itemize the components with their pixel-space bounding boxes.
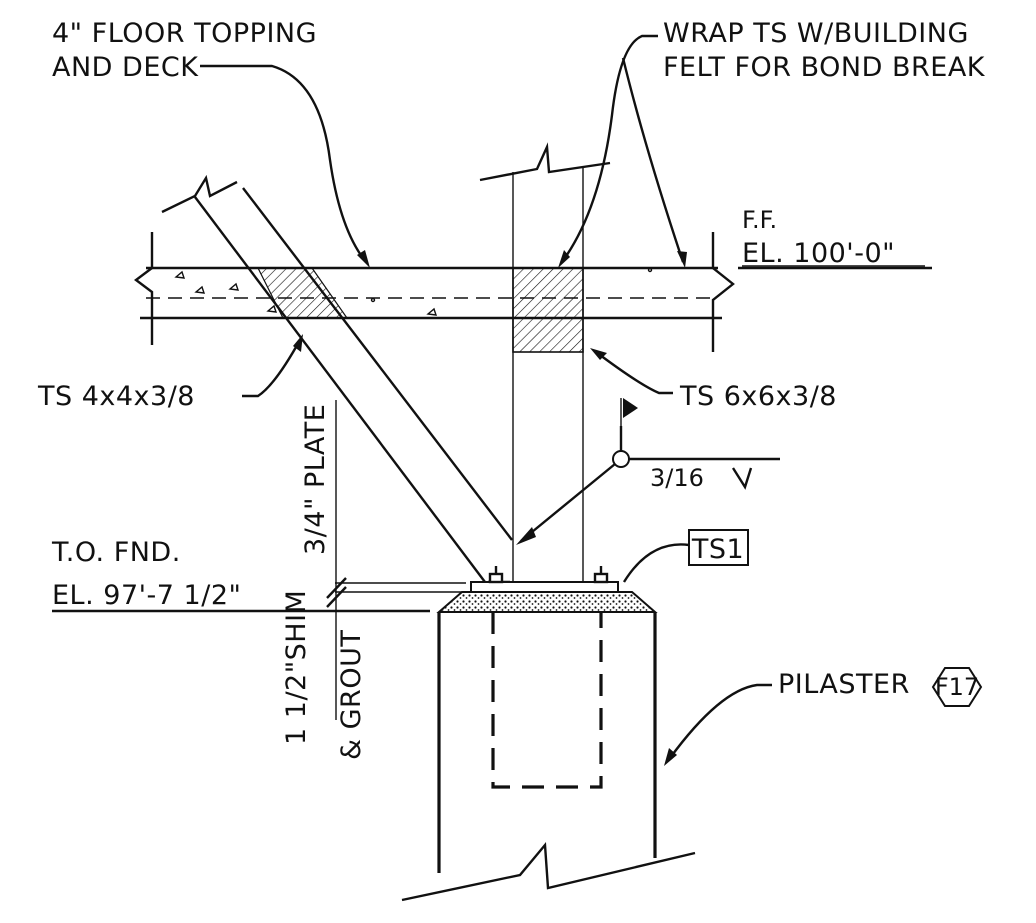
foundation-elevation: EL. 97'-7 1/2" — [52, 580, 241, 611]
finished-floor-label: F.F. — [742, 206, 777, 234]
floor-topping-label: 4" FLOOR TOPPING — [52, 18, 317, 49]
tag-ts1: TS1 — [688, 529, 749, 566]
floor-slab — [134, 232, 735, 352]
elevation-lines — [52, 266, 932, 720]
grout-label: & GROUT — [336, 630, 367, 760]
weld-size-label: 3/16 — [650, 464, 704, 492]
shim-label: 1 1/2"SHIM — [281, 590, 312, 745]
tag-f17: F17 — [931, 667, 983, 707]
tag-f17-label: F17 — [935, 673, 979, 701]
ts-column-label: TS 6x6x3/8 — [679, 381, 837, 412]
bond-break-label: FELT FOR BOND BREAK — [663, 52, 986, 83]
wrap-label: WRAP TS W/BUILDING — [663, 18, 969, 49]
grout-bed — [436, 591, 658, 613]
ts-brace-label: TS 4x4x3/8 — [37, 381, 195, 412]
leaders — [200, 34, 772, 766]
column — [479, 142, 611, 582]
finished-floor-elevation: EL. 100'-0" — [742, 238, 895, 269]
plate-label: 3/4" PLATE — [300, 404, 331, 555]
pilaster-label: PILASTER — [778, 669, 910, 700]
tag-ts1-label: TS1 — [691, 534, 744, 565]
diagonal-brace — [161, 174, 513, 591]
base-plate — [470, 566, 619, 593]
weld-symbol — [516, 398, 780, 545]
foundation-label: T.O. FND. — [51, 537, 181, 568]
deck-label: AND DECK — [52, 52, 199, 83]
pilaster — [401, 612, 696, 902]
